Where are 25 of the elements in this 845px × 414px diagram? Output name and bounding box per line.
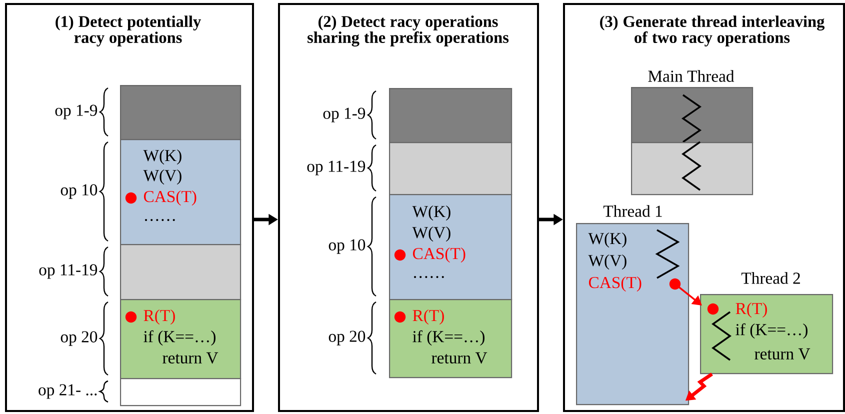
node-label: Main Thread (648, 70, 734, 82)
operation-label: op 1-9 (55, 104, 98, 120)
operation-block: W(K) W(V) CAS(T) …… (389, 194, 512, 300)
operation-label: op 20 (60, 331, 98, 346)
operation-block (120, 85, 242, 140)
operation-label: op 10 (60, 184, 98, 199)
thread-block: Thread 2 R(T) if (K==…) return V (700, 272, 834, 374)
operation-block (120, 378, 242, 406)
thread-block: Main Thread (631, 70, 754, 144)
operation-block (389, 142, 512, 196)
operation-label: op 20 (328, 330, 366, 346)
operation-block: W(K) W(V) CAS(T) …… (120, 139, 242, 246)
node-label: Thread 2 (741, 272, 800, 284)
operation-block (389, 88, 512, 144)
operation-label: op 11-19 (307, 160, 366, 176)
thread-block (631, 141, 754, 196)
node-label: Thread 1 (603, 205, 662, 217)
operation-label: op 21- ... (38, 384, 97, 399)
operation-block (120, 244, 242, 300)
thread-block: Thread 1 W(K) W(V) CAS(T) (576, 205, 690, 406)
operation-label: op 10 (328, 239, 366, 254)
operation-label: op 1-9 (323, 108, 366, 122)
operation-label: op 11-19 (39, 264, 98, 279)
operation-block: R(T) if (K==…) return V (389, 299, 512, 378)
operation-block: R(T) if (K==…) return V (120, 299, 242, 380)
